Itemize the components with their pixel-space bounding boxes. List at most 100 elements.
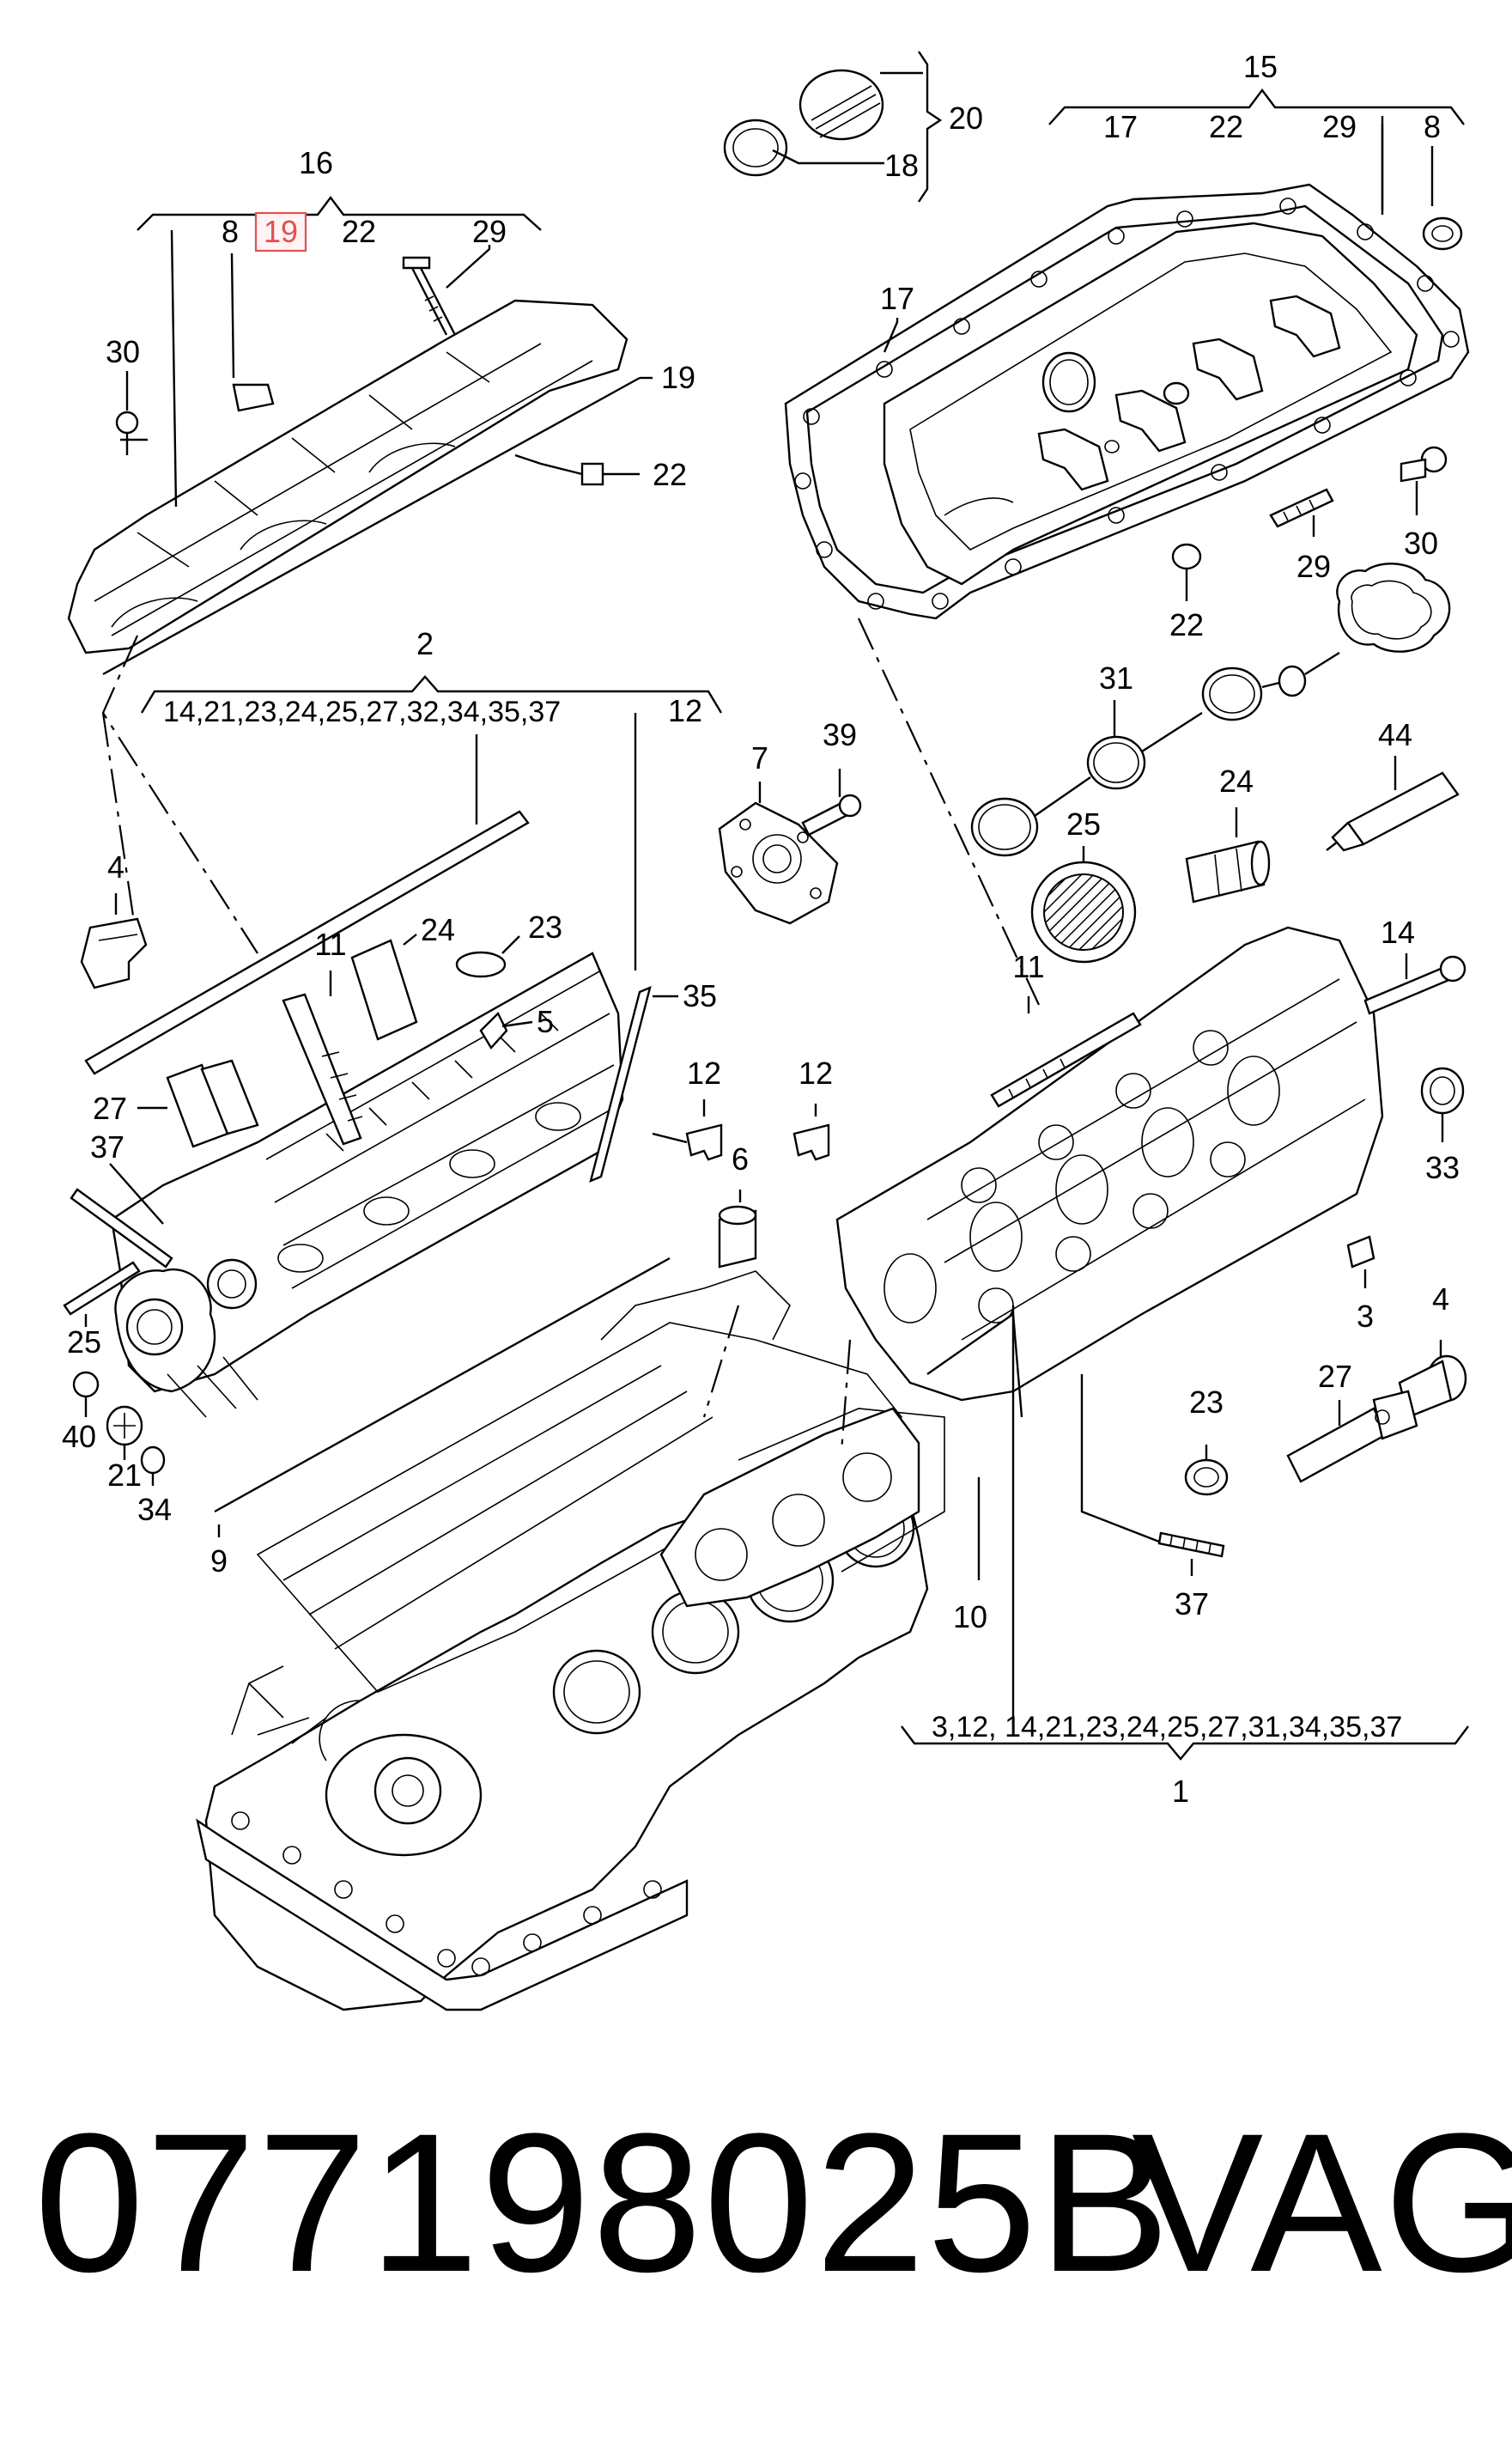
- filler-neck: [1041, 351, 1096, 413]
- callout-27: 27: [93, 1091, 127, 1126]
- callout-7: 7: [751, 740, 768, 776]
- right-cylinder-head-group: 11 14 33 3 4 27 23 37: [835, 618, 1469, 1809]
- exploded-engine-diagram: 16 8 19 22 29 19 22 30: [62, 49, 1470, 2011]
- right-cylinder-head: [835, 926, 1384, 1402]
- bolt-29-right: [1269, 488, 1334, 528]
- callout-17-right: 17: [880, 281, 914, 316]
- callout-16: 16: [299, 145, 333, 180]
- head-gasket-right: [659, 1407, 920, 1608]
- part-number: 077198025B: [34, 2092, 1172, 2313]
- list-group-2: 14,21,23,24,25,27,32,34,35,37: [163, 696, 561, 728]
- cover-plate-7: [718, 801, 839, 925]
- sensor-5: [479, 1011, 508, 1050]
- callout-3: 3: [1357, 1299, 1374, 1334]
- grommet-8-right: [1422, 216, 1463, 251]
- plug-22: [580, 462, 604, 486]
- callout-12: 12: [668, 693, 702, 728]
- callout-22: 22: [342, 214, 376, 249]
- callout-31: 31: [1099, 660, 1133, 696]
- callout-11: 11: [314, 927, 346, 962]
- right-valve-cover-group: 15 17 22 29 8: [784, 49, 1470, 642]
- callout-9: 9: [210, 1543, 228, 1579]
- plug-3: [1346, 1235, 1375, 1269]
- callout-5: 5: [537, 1004, 554, 1039]
- callout-23-right: 23: [1189, 1384, 1224, 1420]
- callout-8: 8: [1424, 109, 1441, 144]
- callout-30: 30: [106, 334, 140, 369]
- callout-40: 40: [62, 1419, 96, 1454]
- callout-29-right: 29: [1296, 549, 1331, 584]
- center-small-parts: 6 12: [718, 1056, 833, 1269]
- brand-label: VAG: [1132, 2092, 1512, 2313]
- callout-22-left: 22: [653, 457, 687, 492]
- callout-30-right: 30: [1404, 526, 1438, 561]
- callout-19: 19: [661, 360, 695, 395]
- bolt-14: [1363, 964, 1453, 1015]
- callout-19-selected: 19: [264, 214, 298, 249]
- left-valve-cover: [67, 299, 628, 654]
- callout-12-left: 12: [687, 1056, 721, 1091]
- seal-23: [455, 951, 507, 978]
- oil-cap-group: 20 18: [723, 51, 983, 203]
- clip-12: [685, 1123, 723, 1161]
- bracket-4: [80, 917, 148, 989]
- stud-30: [115, 411, 139, 435]
- oil-filler-cap: [799, 69, 884, 141]
- callout-1: 1: [1172, 1774, 1189, 1809]
- callout-22: 22: [1209, 109, 1243, 144]
- callout-34: 34: [137, 1492, 172, 1527]
- callout-25: 25: [1066, 806, 1101, 842]
- list-group-1: 3,12, 14,21,23,24,25,27,31,34,35,37: [932, 1711, 1402, 1743]
- sleeve-24: [1185, 840, 1266, 904]
- grommet-8: [232, 383, 275, 412]
- callout-44: 44: [1378, 717, 1412, 752]
- callout-37-right: 37: [1175, 1586, 1209, 1622]
- callout-24: 24: [1219, 764, 1254, 799]
- callout-35: 35: [683, 978, 717, 1013]
- sleeve-24-left: [350, 939, 418, 1041]
- plug-22-right: [1171, 543, 1202, 570]
- callout-37: 37: [90, 1129, 124, 1165]
- callout-8: 8: [222, 214, 239, 249]
- solenoid-27: [1286, 1407, 1388, 1483]
- callout-21: 21: [107, 1457, 142, 1493]
- callout-10: 10: [953, 1599, 987, 1634]
- callout-6: 6: [732, 1141, 749, 1177]
- callout-29: 29: [1322, 109, 1357, 144]
- crankshaft-pulley: [373, 1756, 442, 1825]
- callout-25-left: 25: [67, 1324, 101, 1360]
- left-cylinder-head-group: 2 14,21,23,24,25,27,32,34,35,37 12 35 5: [62, 626, 723, 1579]
- o-ring-31: [1086, 735, 1146, 790]
- stud-37-right: [1157, 1531, 1225, 1558]
- engine-block: [196, 1270, 945, 2011]
- cover-plate-group: 7 39: [718, 717, 862, 925]
- sealant-tube-44: [1346, 771, 1460, 846]
- left-valve-cover-group: 16 8 19 22 29 19 22 30: [67, 145, 695, 676]
- callout-15: 15: [1243, 49, 1278, 84]
- head-gasket-strip: [84, 810, 530, 1075]
- stud-37: [70, 1188, 173, 1269]
- seal-23-right: [1184, 1458, 1229, 1496]
- bolt-29: [402, 256, 431, 270]
- callout-12-center: 12: [799, 1056, 833, 1091]
- callout-29: 29: [472, 214, 507, 249]
- callout-17: 17: [1103, 109, 1138, 144]
- seal-parts: 31 25 24 44: [970, 563, 1460, 964]
- callout-33: 33: [1425, 1150, 1460, 1185]
- head-bolt-11: [282, 993, 362, 1146]
- callout-23: 23: [528, 910, 562, 945]
- callout-14: 14: [1381, 915, 1415, 950]
- callout-4-right: 4: [1432, 1281, 1449, 1317]
- callout-18: 18: [884, 148, 919, 183]
- callout-4: 4: [107, 849, 124, 885]
- oil-pan: [196, 1818, 689, 2011]
- clip-12-center: [792, 1123, 830, 1161]
- callout-2: 2: [416, 626, 434, 661]
- washer-33: [1420, 1067, 1465, 1115]
- callout-27-right: 27: [1318, 1359, 1352, 1394]
- callout-39: 39: [823, 717, 857, 752]
- callout-11-right: 11: [1012, 949, 1044, 984]
- callout-24-left: 24: [421, 912, 455, 947]
- selected-part-highlight: [254, 211, 307, 253]
- callout-22-right: 22: [1169, 607, 1204, 642]
